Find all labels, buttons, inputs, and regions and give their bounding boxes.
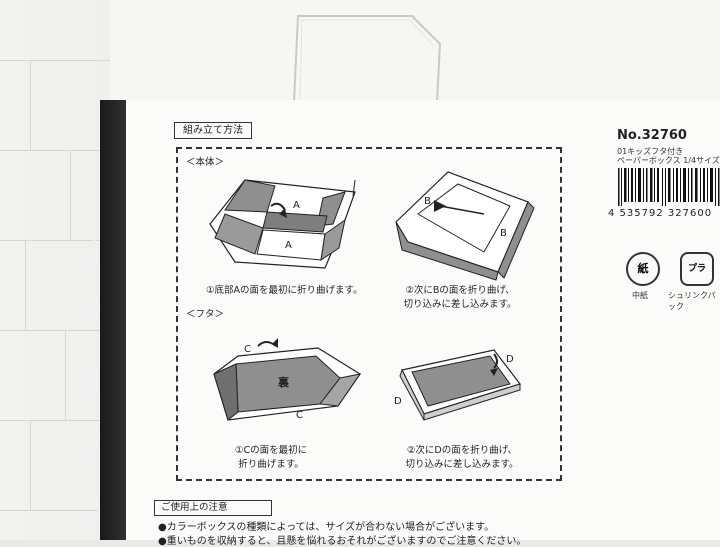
- label-a-top: A: [293, 200, 300, 211]
- brick-joint: [70, 150, 71, 240]
- howto-title: 組み立て方法: [174, 122, 252, 139]
- label-ura: 裏: [277, 375, 290, 389]
- brick-line: [0, 330, 110, 331]
- barcode: [618, 168, 720, 206]
- label-c-top: C: [244, 344, 251, 355]
- diagram-step2: B B: [395, 171, 535, 281]
- label-b-right: B: [500, 228, 507, 239]
- step3-caption-line2: 折り曲げます。: [238, 459, 304, 470]
- step2-caption-line1: ②次にBの面を折り曲げ、: [405, 285, 515, 296]
- paper-recycle-icon: 紙: [626, 252, 660, 286]
- label-a-bottom: A: [285, 240, 292, 251]
- assembly-frame: [176, 147, 562, 481]
- step3-caption-line1: ①Cの面を最初に: [234, 445, 308, 456]
- product-name-line1: 01キッズフタ付き: [617, 147, 684, 156]
- section-body-label: ＜本体＞: [186, 157, 225, 168]
- step2-caption-line2: 切り込みに差し込みます。: [403, 299, 517, 310]
- label-d-right: D: [506, 354, 514, 365]
- step4-caption-line1: ②次にDの面を折り曲げ、: [406, 445, 518, 456]
- brick-line: [0, 150, 110, 151]
- plastic-recycle-label: シュリンクパック: [668, 291, 716, 311]
- brick-joint: [30, 420, 31, 510]
- brick-line: [0, 60, 110, 61]
- upper-panel: [110, 0, 720, 100]
- brick-joint: [25, 240, 26, 330]
- product-name-line2: ペーパーボックス 1/4サイズ: [617, 156, 720, 165]
- package-black-edge: [100, 100, 130, 540]
- diagram-step1: A A: [209, 179, 356, 269]
- plastic-recycle-icon: プラ: [680, 252, 714, 286]
- diagram-step4: D D: [394, 349, 521, 421]
- brick-line: [0, 420, 110, 421]
- note-item: ●カラーボックスの種類によっては、サイズが合わない場合がございます。: [158, 522, 495, 533]
- brick-joint: [30, 60, 31, 150]
- paper-recycle-label: 中紙: [632, 291, 648, 300]
- paper-recycle-mark: 紙: [637, 262, 649, 275]
- step4-caption-line2: 切り込みに差し込みます。: [405, 459, 519, 470]
- section-lid-label: ＜フタ＞: [186, 309, 225, 320]
- diagram-step3: C C 裏: [213, 338, 362, 421]
- label-c-bottom: C: [296, 410, 303, 421]
- label-d-left: D: [394, 396, 402, 407]
- plastic-hanger: [293, 15, 442, 103]
- notes-title: ご使用上の注意: [154, 500, 272, 516]
- step1-caption: ①底部Aの面を最初に折り曲げます。: [206, 285, 363, 296]
- product-number: No.32760: [617, 128, 687, 143]
- barcode-digits: 4 535792 327600: [608, 208, 713, 219]
- label-b-left: B: [424, 196, 431, 207]
- printed-text-fragment: [93, 239, 100, 521]
- brick-line: [0, 240, 110, 241]
- brick-joint: [65, 330, 66, 420]
- plastic-recycle-mark: プラ: [687, 264, 706, 274]
- brick-line: [0, 510, 110, 511]
